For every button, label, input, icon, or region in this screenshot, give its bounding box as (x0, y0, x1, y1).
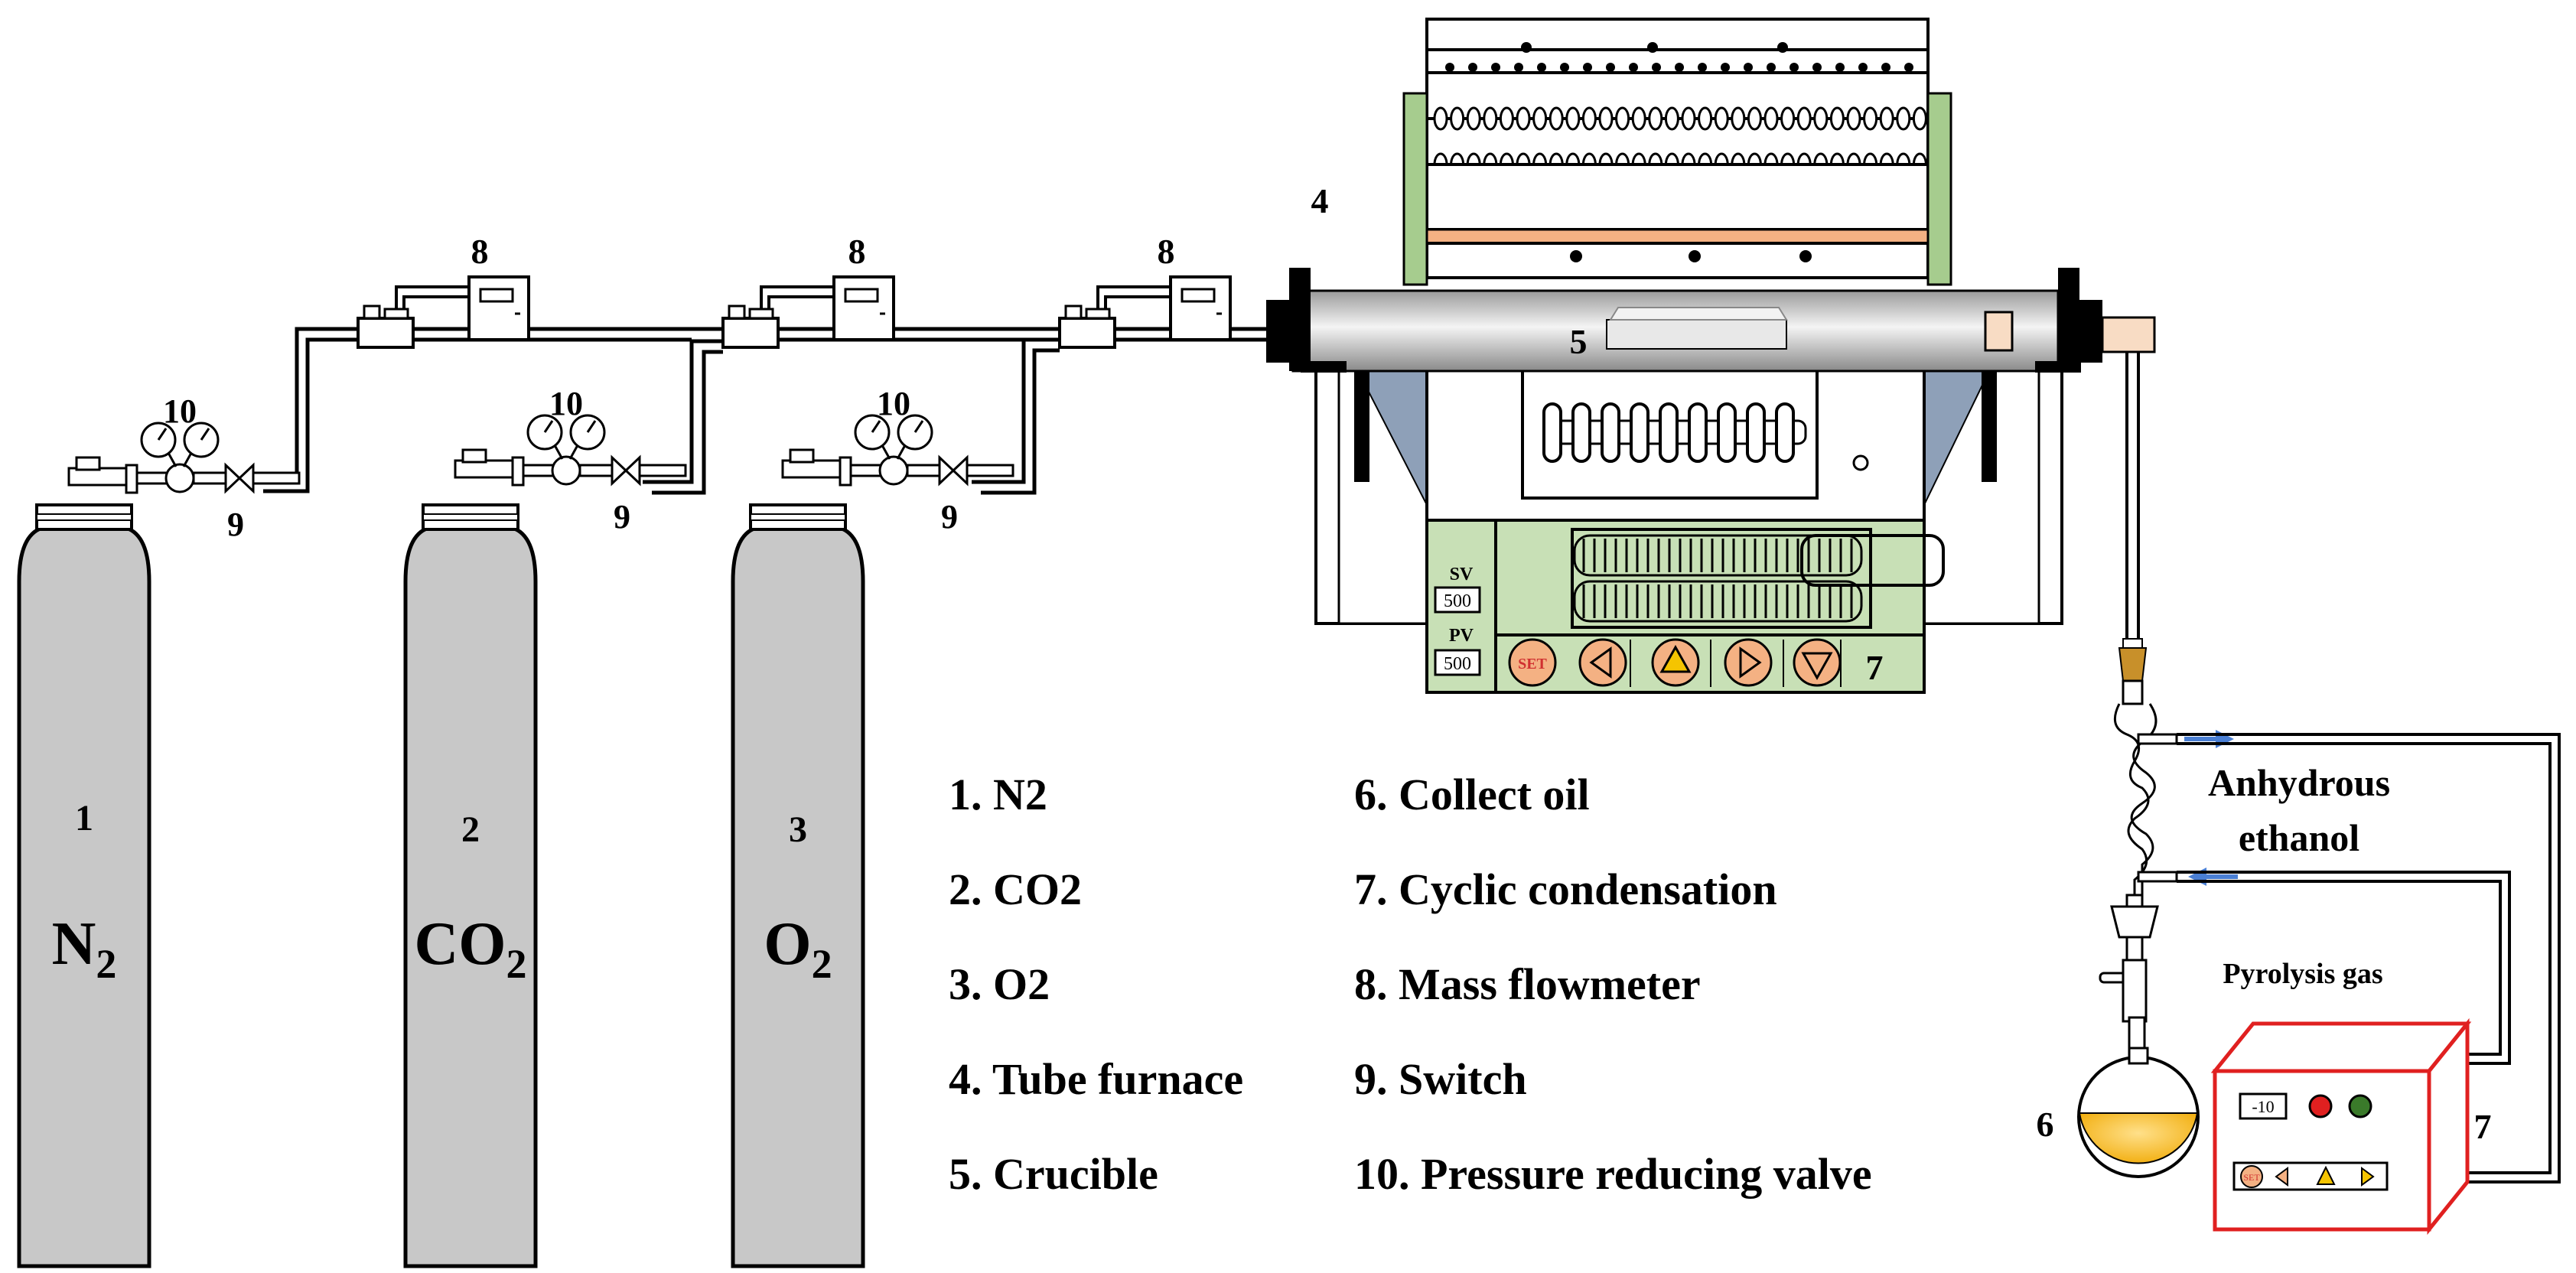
legend-item-7: 7. Cyclic condensation (1354, 864, 1777, 914)
chiller-display: -10 (2252, 1097, 2274, 1116)
switch-valve-icon (224, 462, 242, 494)
legend: 1. N2 2. CO2 3. O2 4. Tube furnace 5. Crucib… (949, 770, 1872, 1199)
mass-flowmeters (357, 275, 1232, 349)
callout-9: 9 (227, 506, 244, 543)
legend-item-10: 10. Pressure reducing valve (1354, 1149, 1872, 1199)
chiller-left-icon (2275, 1167, 2288, 1187)
cylinder-body (731, 526, 865, 1268)
callout-7b: 7 (2474, 1107, 2492, 1146)
callout-10: 10 (163, 392, 197, 430)
legend-item-3: 3. O2 (949, 959, 1050, 1009)
valve-assembly-1: 10 9 (67, 392, 301, 543)
flowmeter-2 (721, 275, 895, 349)
cylinder-gas-label: N2 (52, 910, 117, 987)
green-indicator-light (2348, 1094, 2372, 1118)
callout-4: 4 (1311, 181, 1329, 220)
cylinder-number: 3 (789, 809, 807, 850)
callout-numbers: 8 8 8 4 5 7 6 7 (471, 181, 2492, 1146)
arrow-up-icon (1659, 644, 1692, 673)
stopper (2118, 647, 2148, 682)
ethanol-label-line2: ethanol (2239, 816, 2359, 859)
ethanol-label-line1: Anhydrous (2208, 761, 2390, 804)
callout-8c: 8 (1158, 232, 1175, 271)
callout-6: 6 (2037, 1105, 2054, 1144)
gas-pipes (252, 327, 1270, 495)
cylinder-number: 2 (461, 809, 480, 850)
legend-item-4: 4. Tube furnace (949, 1054, 1243, 1104)
red-indicator-light (2308, 1094, 2333, 1118)
cylinder-3: 3O2 (731, 503, 865, 1268)
collected-oil (2078, 1112, 2199, 1164)
valve-assembly-2: 10 9 (454, 385, 687, 536)
sv-display (1434, 586, 1481, 614)
cylinder-number: 1 (75, 798, 93, 838)
flow-arrows (2184, 730, 2238, 886)
legend-item-8: 8. Mass flowmeter (1354, 959, 1701, 1009)
pv-label: PV (1449, 626, 1474, 646)
flowmeter-1 (357, 275, 530, 349)
cylinder-body (403, 526, 538, 1268)
sv-label: SV (1450, 565, 1474, 584)
chiller-right-icon (2361, 1167, 2375, 1187)
side-labels: Anhydrous ethanol Pyrolysis gas (2208, 761, 2390, 990)
cylinder-gas-label: O2 (764, 910, 832, 987)
callout-9: 9 (941, 498, 958, 536)
callout-9: 9 (614, 498, 630, 536)
set-button (1508, 638, 1557, 687)
chiller-unit: -10 SET (2210, 1017, 2472, 1236)
legend-item-9: 9. Switch (1354, 1054, 1527, 1104)
pv-display (1434, 649, 1481, 676)
cylinder-1: 1N2 (17, 503, 151, 1268)
pyrolysis-gas-label: Pyrolysis gas (2223, 958, 2382, 990)
panel-coils (1573, 534, 1863, 623)
callout-10: 10 (877, 385, 910, 422)
condenser-system: -10 SET (2077, 352, 2561, 1236)
control-buttons: SET (1508, 638, 1842, 687)
legend-item-5: 5. Crucible (949, 1149, 1158, 1199)
chiller-up-icon (2316, 1165, 2336, 1185)
set-button-label: SET (1518, 656, 1547, 672)
callout-8b: 8 (848, 232, 866, 271)
callout-10: 10 (549, 385, 583, 422)
legend-item-6: 6. Collect oil (1354, 770, 1590, 819)
callout-5: 5 (1570, 322, 1588, 361)
cylinder-gas-label: CO2 (415, 910, 527, 987)
arrow-down-icon (1801, 652, 1833, 681)
legend-item-2: 2. CO2 (949, 864, 1082, 914)
tube-furnace: SV 500 PV 500 SET (1266, 18, 2156, 694)
heating-element (1542, 402, 1807, 463)
switch-valve-icon (938, 454, 956, 487)
legend-item-1: 1. N2 (949, 770, 1047, 819)
pv-value: 500 (1444, 654, 1471, 674)
cylinder-body (17, 526, 151, 1268)
switch-valve-icon (611, 454, 628, 487)
sv-value: 500 (1444, 591, 1471, 611)
pressure-valves: 10 9 10 9 10 9 (67, 385, 1014, 543)
arrow-left-icon (1589, 646, 1612, 679)
callout-8a: 8 (471, 232, 489, 271)
callout-7a: 7 (1866, 648, 1884, 687)
arrow-right-icon (1739, 646, 1762, 679)
chiller-set-label: SET (2243, 1172, 2260, 1183)
valve-assembly-3: 10 9 (781, 385, 1014, 536)
flowmeter-3 (1058, 275, 1232, 349)
